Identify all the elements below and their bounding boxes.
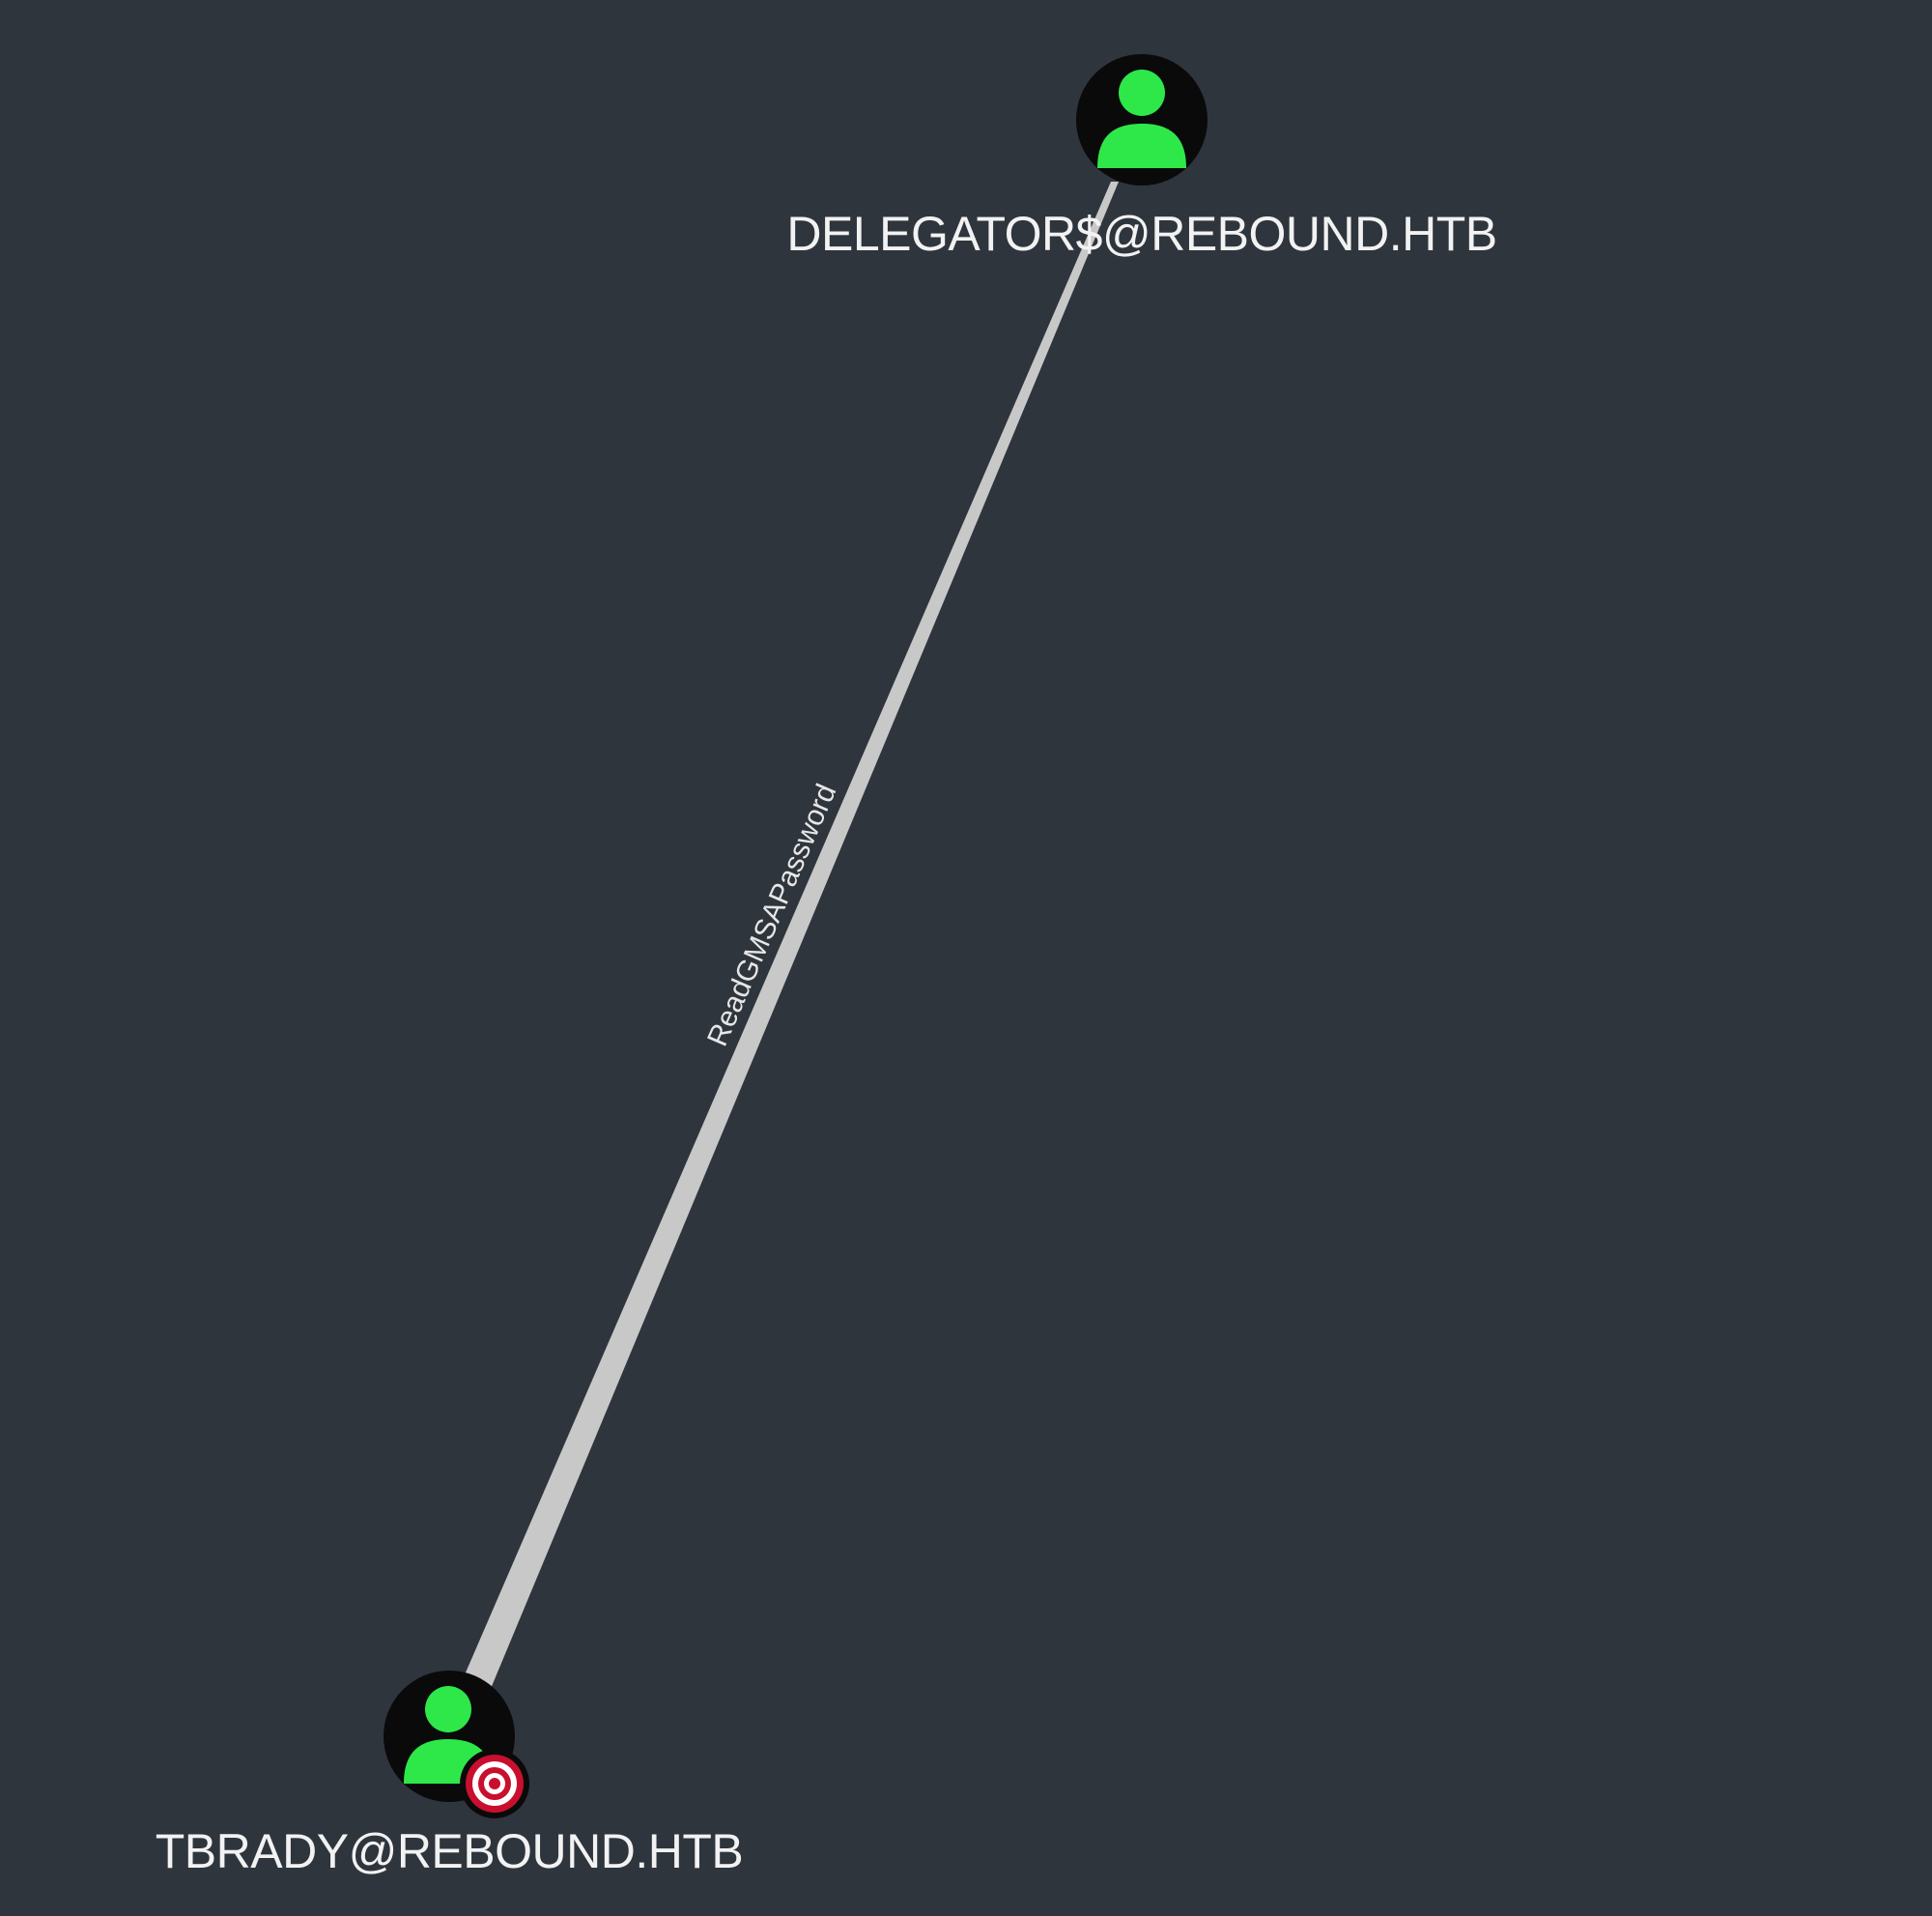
node-label-tbrady: TBRADY@REBOUND.HTB xyxy=(155,1824,744,1878)
target-icon xyxy=(460,1749,529,1818)
edge-readgmsapassword[interactable] xyxy=(463,182,1119,1691)
user-icon xyxy=(1097,70,1186,168)
node-delegator[interactable] xyxy=(1076,54,1208,186)
node-label-delegator: DELEGATOR$@REBOUND.HTB xyxy=(786,207,1497,261)
node-tbrady[interactable] xyxy=(384,1671,529,1818)
